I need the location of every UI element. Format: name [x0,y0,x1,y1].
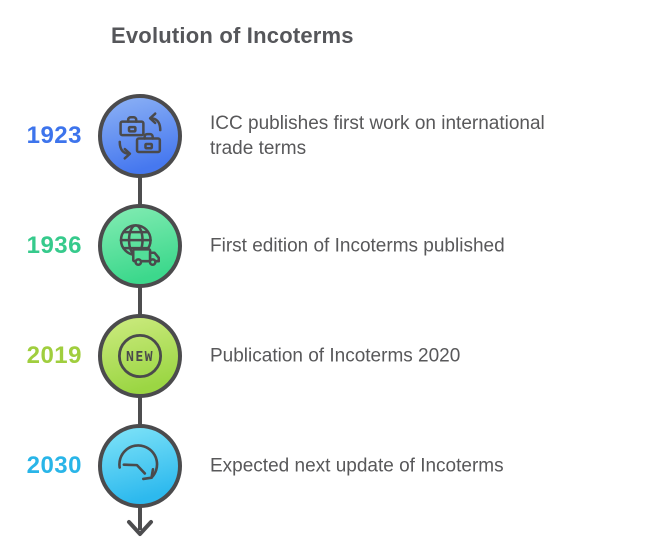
milestone-icon-bubble [98,94,182,178]
milestone-description: First edition of Incoterms published [210,235,505,257]
milestone-1923: 1923 ICC publishes first work on inte [0,94,654,178]
milestone-icon-bubble [98,204,182,288]
history-clock-icon [118,444,159,481]
globe-truck-icon [119,224,160,266]
milestone-2019: 2019 NEW Publication of Incoterms 2020 [0,314,654,398]
milestone-icon-bubble [98,424,182,508]
milestone-2030: 2030 Expected next update of Incoterms [0,424,654,508]
new-badge-text: NEW [126,350,154,365]
milestone-icon-bubble: NEW [98,314,182,398]
milestone-year: 2019 [26,342,82,369]
milestone-year: 1936 [26,232,82,259]
milestone-description: Publication of Incoterms 2020 [210,345,461,367]
milestone-1936: 1936 First edition of Incoterm [0,204,654,288]
new-badge-icon: NEW [117,333,163,379]
milestone-description: Expected next update of Incoterms [210,455,504,477]
down-arrow-icon [127,520,153,536]
milestone-description: ICC publishes first work on internationa… [210,113,545,159]
milestone-year: 1923 [26,122,82,149]
exchange-briefcases-icon [118,112,162,160]
page-title: Evolution of Incoterms [111,23,354,48]
milestone-year: 2030 [26,452,82,479]
